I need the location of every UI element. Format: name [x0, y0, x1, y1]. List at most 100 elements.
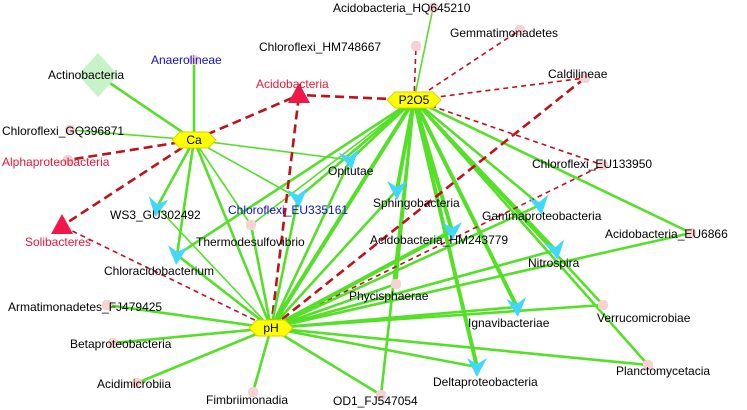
node-sphingobacteria[interactable] [387, 181, 407, 200]
edge-p2o5-acidobacteria_eu6866 [413, 98, 692, 235]
node-phycisphaerae[interactable] [391, 279, 401, 289]
label-anaerolineae: Anaerolineae [151, 53, 222, 67]
hub-label-ca: Ca [186, 133, 202, 147]
network-labels: Acidobacteria_HQ645210GemmatimonadetesCh… [2, 1, 728, 408]
node-acidimicrobiia[interactable] [132, 378, 142, 388]
node-alphaproteobacteria[interactable] [63, 155, 73, 165]
label-chloroflexi_hm748667: Chloroflexi_HM748667 [259, 40, 381, 54]
edge-ph-fimbriimonadia [251, 327, 273, 393]
node-ignavibacteriae[interactable] [506, 297, 528, 318]
edge-ca-opitutae [193, 139, 351, 161]
hub-label-p2o5: P2O5 [399, 93, 430, 107]
hub-p2o5[interactable] [386, 91, 442, 109]
label-caldilineae: Caldilineae [548, 67, 608, 81]
hub-label-ph: pH [263, 321, 278, 335]
edge-ph-thermodesulfovibrio [249, 224, 273, 329]
node-betaproteobacteria[interactable] [108, 338, 118, 348]
node-verrucomicrobiae[interactable] [598, 300, 608, 310]
node-gemmatimonadetes[interactable] [515, 25, 525, 35]
label-sphingobacteria: Sphingobacteria [373, 196, 460, 210]
edge-ph-phycisphaerae [270, 282, 397, 330]
edge-ph-nitrospira [270, 248, 557, 330]
node-chloroflexi_hm748667[interactable] [411, 41, 421, 51]
edge-ph-solibacteres [61, 225, 272, 329]
hub-ph[interactable] [248, 319, 294, 337]
node-gammaproteobacteria[interactable] [528, 194, 552, 216]
node-actinobacteria[interactable] [78, 53, 118, 97]
node-anaerolineae[interactable] [189, 55, 199, 65]
label-deltaproteobacteria: Deltaproteobacteria [433, 375, 538, 389]
edge-ph-gammaproteobacteria [270, 203, 541, 330]
edge-p2o5-ph [269, 98, 416, 330]
label-verrucomicrobiae: Verrucomicrobiae [597, 311, 691, 325]
node-chloroflexi_gq396871[interactable] [65, 125, 75, 135]
node-solibacteres[interactable] [51, 214, 73, 234]
node-chloroflexi_eu133950[interactable] [598, 160, 608, 170]
edge-ca-thermodesulfovibrio [193, 139, 252, 226]
edge-ph-chloroflexi_eu335161 [269, 197, 300, 329]
node-acidobacteria[interactable] [288, 83, 310, 103]
label-gammaproteobacteria: Gammaproteobacteria [482, 209, 602, 223]
node-caldilineae[interactable] [580, 73, 590, 83]
node-chloroflexi_eu335161[interactable] [287, 188, 309, 209]
label-thermodesulfovibrio: Thermodesulfovibrio [196, 235, 305, 249]
edge-ca-chloracidobacterium [175, 139, 196, 256]
edge-p2o5-planctomycetacia [413, 99, 649, 366]
edge-p2o5-gemmatimonadetes [413, 29, 521, 101]
node-fimbriimonadia[interactable] [248, 387, 258, 397]
hub-ca[interactable] [171, 131, 217, 149]
label-chloroflexi_eu335161: Chloroflexi_EU335161 [228, 203, 348, 217]
edge-ca-acidobacteria [193, 93, 300, 142]
edge-p2o5-caldilineae [413, 77, 586, 101]
edge-p2o5-chloracidobacterium [176, 98, 415, 257]
label-fimbriimonadia: Fimbriimonadia [206, 393, 288, 407]
edge-ph-wS3_gu302492 [156, 206, 272, 329]
node-wS3_gu302492[interactable] [145, 196, 169, 218]
label-solibacteres: Solibacteres [25, 235, 91, 249]
edge-p2o5-thermodesulfovibrio [250, 99, 415, 226]
edge-p2o5-chloroflexi_eu133950 [413, 99, 604, 166]
edge-ca-ph [192, 139, 273, 329]
edge-ph-acidobacteria [269, 94, 301, 329]
node-nitrospira[interactable] [544, 239, 568, 261]
label-acidobacteria_hm243779: Acidobacteria_HM243779 [370, 233, 508, 247]
label-nitrospira: Nitrospira [528, 256, 580, 270]
edge-ph-armatimonadetes_fj479425 [106, 303, 272, 330]
label-acidobacteria_eu6866: Acidobacteria_EU6866 [605, 227, 728, 241]
edge-ca-chloroflexi_eu335161 [193, 139, 299, 199]
label-chloroflexi_eu133950: Chloroflexi_EU133950 [532, 157, 652, 171]
network-nodes [51, 3, 696, 400]
edge-ph-betaproteobacteria [112, 326, 272, 345]
label-opitutae: Opitutae [328, 164, 374, 178]
node-opitutae[interactable] [338, 149, 362, 171]
edge-ca-actinobacteria [97, 73, 195, 142]
node-deltaproteobacteria[interactable] [467, 358, 487, 377]
node-thermodesulfovibrio[interactable] [246, 220, 256, 230]
label-od1_fj547054: OD1_FJ547054 [333, 394, 418, 408]
label-ignavibacteriae: Ignavibacteriae [468, 316, 550, 330]
label-betaproteobacteria: Betaproteobacteria [70, 337, 172, 351]
label-acidobacteria_hq645210: Acidobacteria_HQ645210 [333, 1, 471, 15]
edge-ca-alphaproteobacteria [67, 138, 195, 162]
edge-ph-opitutae [269, 159, 352, 329]
node-od1_fj547054[interactable] [376, 390, 386, 400]
node-planctomycetacia[interactable] [643, 360, 653, 370]
edge-ph-acidobacteria_eu6866 [270, 231, 692, 330]
edge-ph-chloracidobacterium [176, 253, 272, 330]
label-acidimicrobiia: Acidimicrobiia [97, 377, 171, 391]
node-acidobacteria_eu6866[interactable] [686, 228, 696, 238]
label-chloroflexi_gq396871: Chloroflexi_GQ396871 [2, 124, 124, 138]
edge-p2o5-chloroflexi_hm748667 [413, 45, 417, 101]
node-armatimonadetes_fj479425[interactable] [102, 300, 112, 310]
node-acidobacteria_hm243779[interactable] [442, 222, 462, 241]
network-edges [61, 7, 692, 397]
edge-p2o5-od1_fj547054 [379, 99, 416, 396]
edge-p2o5-gammaproteobacteria [413, 99, 541, 206]
edge-ca-solibacteres [61, 138, 195, 228]
node-acidobacteria_hq645210[interactable] [428, 3, 438, 13]
label-chloracidobacterium: Chloracidobacterium [104, 264, 214, 278]
edge-p2o5-acidobacteria_hq645210 [413, 7, 434, 101]
node-chloracidobacterium[interactable] [166, 245, 188, 266]
edge-ph-caldilineae [270, 76, 586, 330]
